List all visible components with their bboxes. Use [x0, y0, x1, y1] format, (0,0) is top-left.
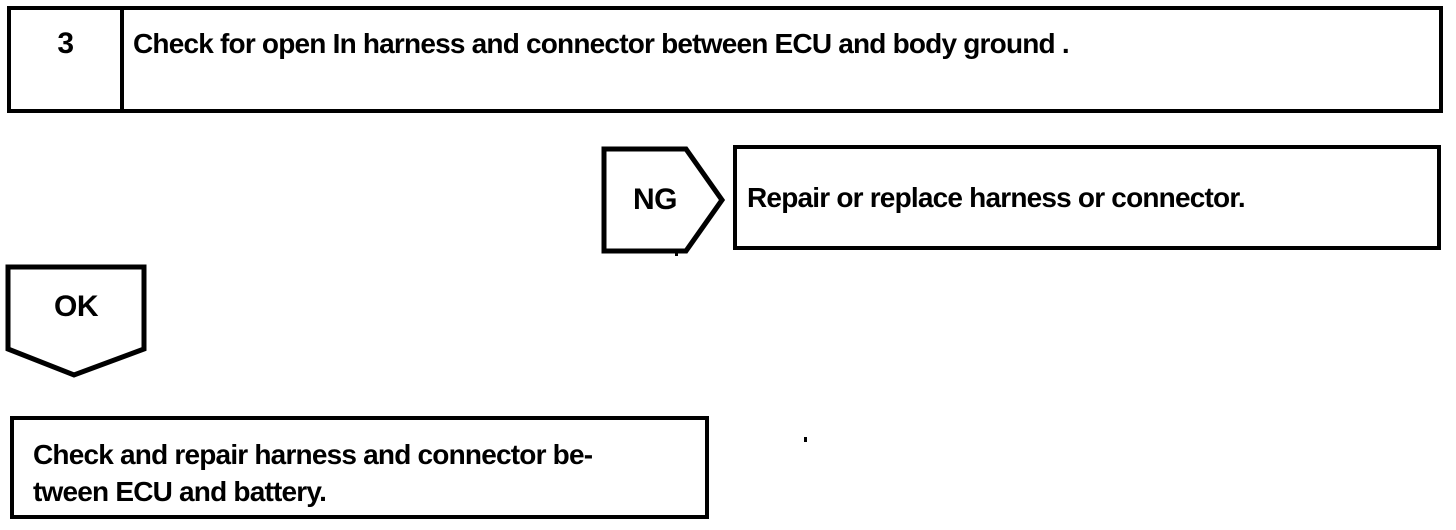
ok-pentagon-shape — [5, 264, 147, 378]
ng-label: NG — [633, 183, 678, 216]
result-text-line2: tween ECU and battery. — [33, 476, 327, 507]
result-text-line1: Check and repair harness and connector b… — [33, 439, 593, 470]
ng-pentagon-outline — [601, 146, 725, 254]
ok-connector: OK — [5, 264, 147, 378]
ng-action-box: Repair or replace harness or connector. — [733, 145, 1441, 250]
step-number: 3 — [57, 27, 74, 60]
scan-speck — [804, 437, 807, 442]
scan-speck — [675, 253, 678, 256]
step-box: 3 Check for open In harness and connecto… — [7, 6, 1443, 113]
step-instruction: Check for open In harness and connector … — [133, 28, 1070, 59]
step-number-cell: 3 — [11, 10, 124, 109]
ok-label: OK — [54, 289, 99, 323]
ok-pentagon-outline — [5, 264, 147, 378]
ng-connector: NG — [601, 146, 725, 254]
ng-action-text: Repair or replace harness or connector. — [747, 181, 1246, 213]
ng-pentagon-shape — [601, 146, 725, 254]
result-box: Check and repair harness and connector b… — [10, 416, 709, 519]
